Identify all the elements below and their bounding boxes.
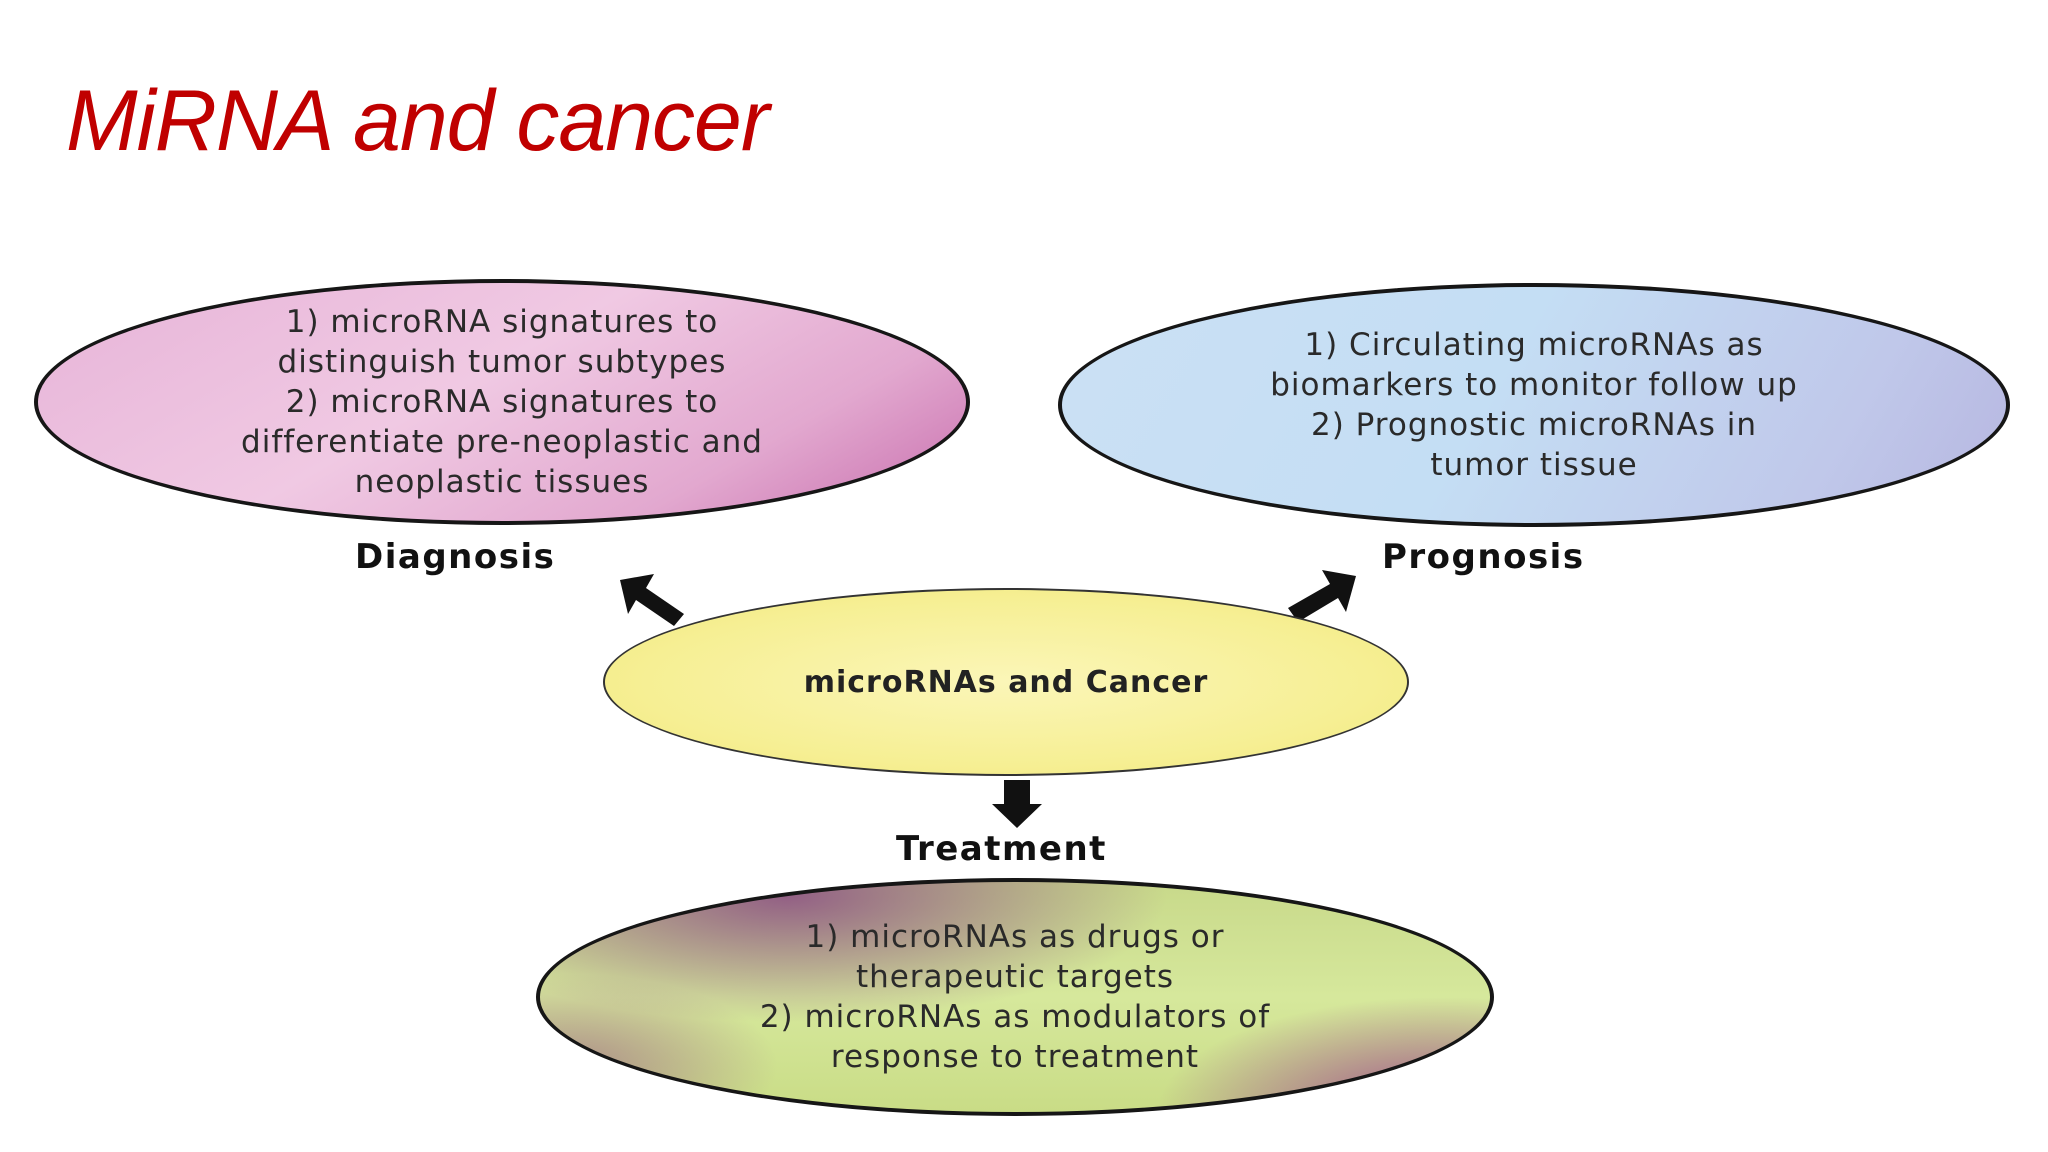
prognosis-box: 1) Circulating microRNAs as biomarkers t… bbox=[1058, 283, 2010, 527]
treatment-label: Treatment bbox=[896, 829, 1107, 869]
treatment-line: 1) microRNAs as drugs or bbox=[805, 919, 1225, 955]
prognosis-text: 1) Circulating microRNAs as biomarkers t… bbox=[1270, 325, 1798, 485]
diagnosis-label: Diagnosis bbox=[355, 537, 556, 577]
prognosis-label: Prognosis bbox=[1382, 537, 1585, 577]
diagnosis-box: 1) microRNA signatures to distinguish tu… bbox=[34, 279, 970, 525]
treatment-text: 1) microRNAs as drugs or therapeutic tar… bbox=[760, 917, 1270, 1077]
prognosis-line: 1) Circulating microRNAs as bbox=[1304, 327, 1764, 363]
center-label: microRNAs and Cancer bbox=[803, 664, 1209, 700]
diagnosis-line: neoplastic tissues bbox=[354, 464, 650, 500]
diagnosis-line: distinguish tumor subtypes bbox=[277, 344, 727, 380]
prognosis-line: 2) Prognostic microRNAs in bbox=[1310, 407, 1758, 443]
diagnosis-text: 1) microRNA signatures to distinguish tu… bbox=[241, 302, 763, 502]
prognosis-line: biomarkers to monitor follow up bbox=[1270, 367, 1798, 403]
diagnosis-line: 2) microRNA signatures to bbox=[285, 384, 719, 420]
arrow-to-diagnosis-icon bbox=[620, 574, 684, 626]
slide-title: MiRNA and cancer bbox=[66, 73, 770, 169]
treatment-line: therapeutic targets bbox=[855, 959, 1175, 995]
diagnosis-line: 1) microRNA signatures to bbox=[285, 304, 719, 340]
diagnosis-line: differentiate pre-neoplastic and bbox=[241, 424, 763, 460]
treatment-box: 1) microRNAs as drugs or therapeutic tar… bbox=[536, 878, 1494, 1116]
arrow-to-treatment-icon bbox=[992, 780, 1042, 828]
arrow-to-prognosis-icon bbox=[1288, 570, 1356, 622]
treatment-line: response to treatment bbox=[830, 1039, 1200, 1075]
prognosis-line: tumor tissue bbox=[1430, 447, 1638, 483]
center-node: microRNAs and Cancer bbox=[603, 588, 1409, 776]
treatment-line: 2) microRNAs as modulators of bbox=[759, 999, 1271, 1035]
